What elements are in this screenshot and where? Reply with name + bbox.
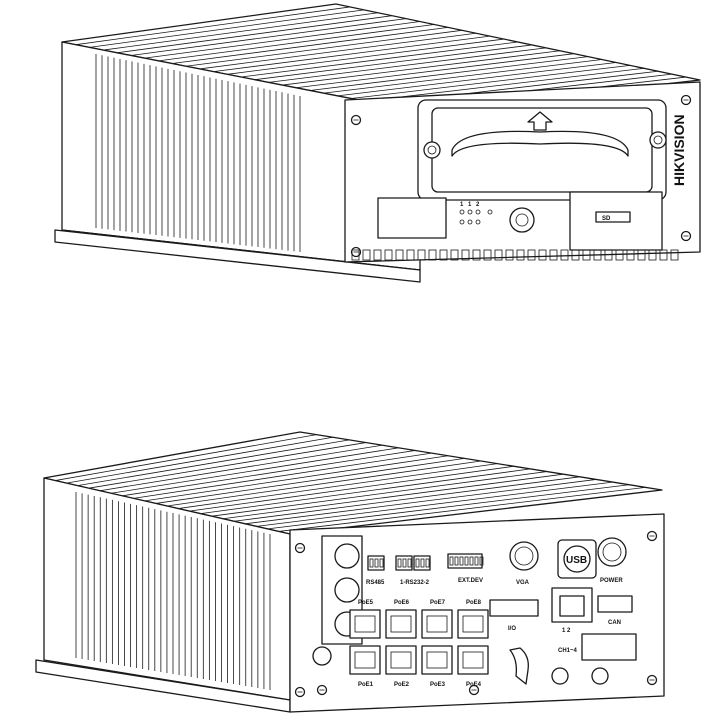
port-label-power: POWER — [600, 578, 623, 584]
led-label-3: 2 — [476, 202, 480, 208]
poe-port[interactable] — [457, 645, 489, 675]
poe-port[interactable] — [421, 609, 453, 639]
port-label-ext-dev: EXT.DEV — [458, 578, 483, 584]
front-top-fins — [75, 6, 687, 110]
sd-slot[interactable] — [595, 211, 631, 223]
poe-label: PoE7 — [430, 600, 446, 606]
io-connector[interactable] — [489, 599, 539, 617]
fuse-holder[interactable] — [509, 647, 529, 685]
indicator-panel — [377, 197, 447, 239]
poe-label: PoE5 — [358, 600, 374, 606]
led-label-1: 1 — [460, 202, 464, 208]
can-connector[interactable] — [597, 595, 633, 613]
vga-port[interactable] — [509, 541, 539, 571]
rear-top-fins — [55, 434, 646, 532]
poe-label: PoE2 — [394, 682, 410, 688]
poe-port[interactable] — [385, 609, 417, 639]
front-side-fins — [95, 54, 301, 252]
arrow-up-icon — [527, 111, 553, 131]
poe-port[interactable] — [421, 645, 453, 675]
poe-port[interactable] — [349, 645, 381, 675]
antenna-connector-1[interactable] — [334, 543, 360, 569]
port-label-ch: CH1~4 — [558, 648, 578, 654]
port-label-io: I/O — [508, 626, 516, 632]
ground-terminal[interactable] — [312, 646, 332, 666]
rear-side-fins — [75, 492, 271, 690]
terminal-connectors — [367, 553, 484, 571]
key-lock[interactable] — [509, 207, 535, 233]
poe-label: PoE8 — [466, 600, 482, 606]
antenna-connector-2[interactable] — [334, 577, 360, 603]
front-base-flange — [54, 229, 421, 283]
poe-label: PoE3 — [430, 682, 446, 688]
port-label-usb: USB — [566, 555, 587, 566]
poe-ports — [349, 609, 489, 675]
led-label-2: 1 — [468, 202, 472, 208]
thumb-screw-right[interactable] — [649, 131, 667, 149]
front-vent-grille — [351, 249, 679, 261]
lan-label: 1 2 — [562, 628, 571, 634]
rear-view: RS485 1-RS232-2 EXT.DEV VGA USB POWER Po… — [35, 431, 665, 713]
poe-label: PoE1 — [358, 682, 374, 688]
round-port-2[interactable] — [591, 667, 609, 685]
poe-port[interactable] — [385, 645, 417, 675]
rear-screws — [294, 530, 658, 698]
status-leds — [459, 209, 493, 225]
brand-logo: HIKVISION — [671, 114, 687, 186]
poe-label: PoE6 — [394, 600, 410, 606]
ch-connector[interactable] — [581, 633, 637, 661]
round-port-1[interactable] — [551, 667, 569, 685]
poe-port[interactable] — [349, 609, 381, 639]
port-label-can: CAN — [608, 620, 621, 626]
port-label-vga: VGA — [516, 580, 530, 586]
poe-port[interactable] — [457, 609, 489, 639]
sd-slot-label: SD — [602, 216, 611, 222]
thumb-screw-left[interactable] — [423, 141, 441, 159]
port-label-rs485: RS485 — [366, 580, 385, 586]
power-port[interactable] — [597, 537, 627, 567]
front-view: HIKVISION 1 1 2 SD — [54, 3, 701, 283]
port-label-rs232: 1-RS232-2 — [400, 580, 430, 586]
tray-handle[interactable] — [451, 130, 629, 157]
